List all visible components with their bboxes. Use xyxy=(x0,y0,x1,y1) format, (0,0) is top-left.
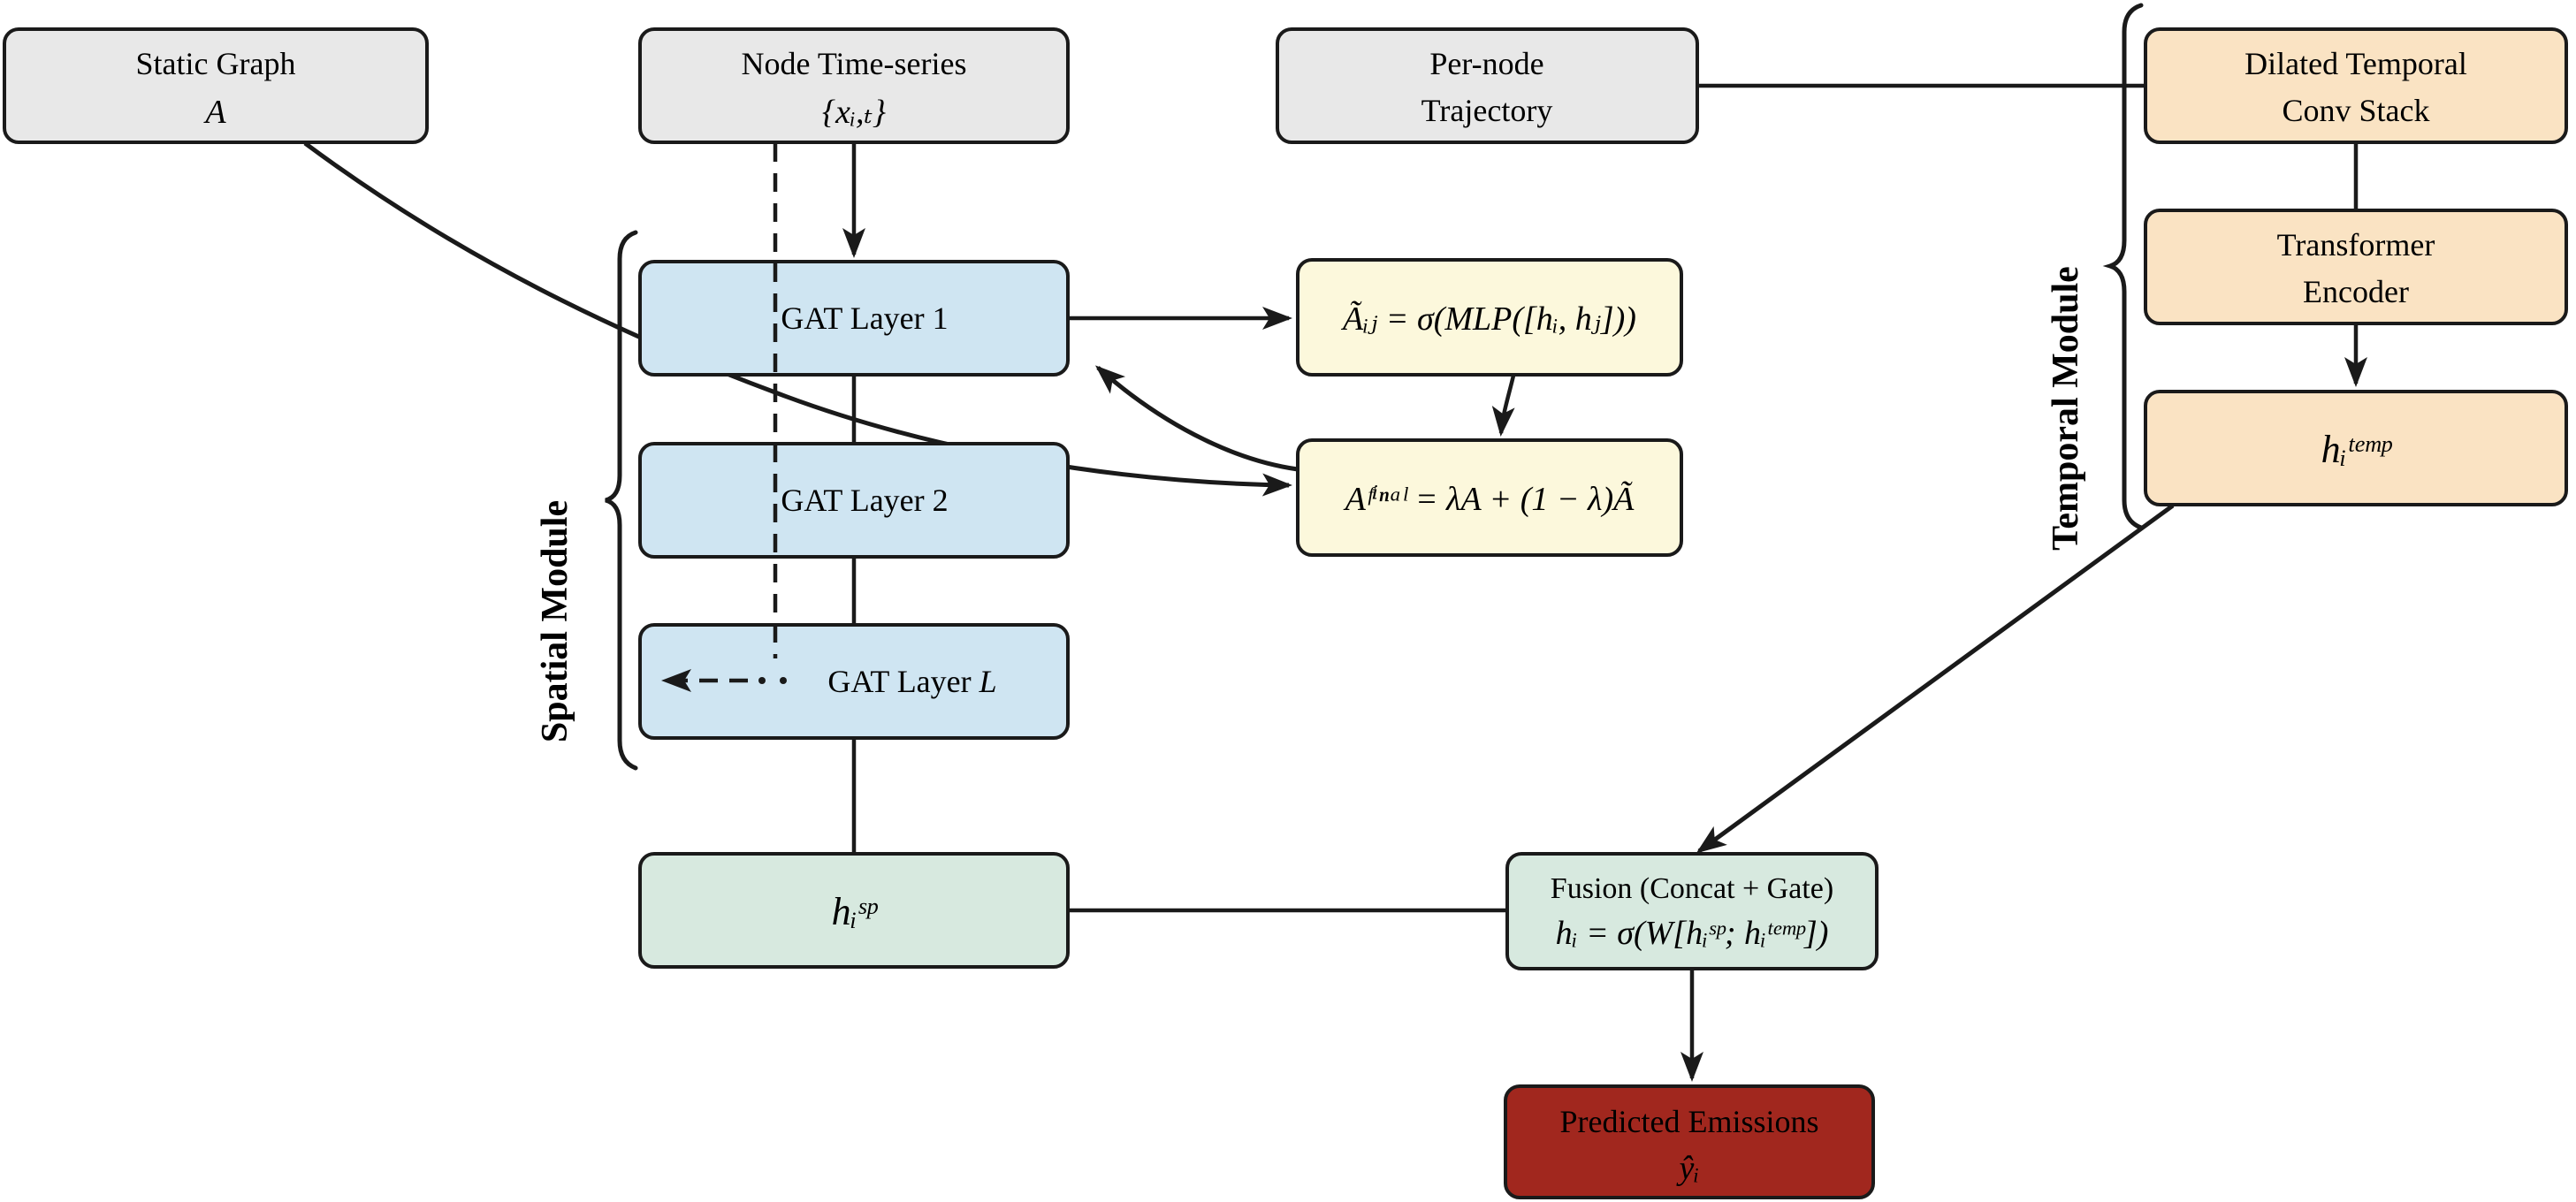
static-graph-box xyxy=(3,27,429,144)
skip-dot-2 xyxy=(780,677,787,684)
temporal-module-brace xyxy=(2102,3,2144,530)
per-node-trajectory-label2: Trajectory xyxy=(1421,93,1553,128)
dilated-conv-node: Dilated Temporal Conv Stack xyxy=(2144,27,2568,144)
dilated-conv-label2: Conv Stack xyxy=(2283,93,2430,128)
gat-layer-2-box xyxy=(638,442,1070,559)
gat-layer-1-node: GAT Layer 1 xyxy=(638,260,1070,377)
dilated-conv-box xyxy=(2144,27,2568,144)
arrow-final-adjacency-to-gat1 xyxy=(1095,365,1299,472)
predicted-emissions-formula: ŷᵢ xyxy=(1676,1150,1700,1187)
fusion-box xyxy=(1505,852,1879,970)
learned-adjacency-node: Ãᵢⱼ = σ(MLP([hᵢ, hⱼ])) xyxy=(1296,258,1683,377)
static-graph-symbol: A xyxy=(202,94,226,131)
h-sp-node: hᵢˢᵖ xyxy=(638,852,1070,969)
arrow-adjacency-to-final xyxy=(1491,375,1516,437)
gat-layer-l-label: GAT Layer L xyxy=(827,664,996,699)
h-sp-box xyxy=(638,852,1070,969)
gat-layer-l-node: GAT Layer L xyxy=(638,623,1070,740)
skip-dot-1 xyxy=(758,677,766,684)
final-adjacency-formula: Aᶠⁱⁿᵃˡ = λA + (1 − λ)Ã xyxy=(1343,481,1635,518)
h-sp-formula: hᵢˢᵖ xyxy=(832,890,879,933)
gat-layer-l-box xyxy=(638,623,1070,740)
predicted-emissions-label: Predicted Emissions xyxy=(1560,1104,1819,1139)
per-node-trajectory-node: Per-node Trajectory xyxy=(1276,27,1699,144)
node-timeseries-label: Node Time-series xyxy=(742,46,967,81)
fusion-formula: hᵢ = σ(W[hᵢˢᵖ; hᵢᵗᵉᵐᵖ]) xyxy=(1556,915,1829,952)
h-temp-node: hᵢᵗᵉᵐᵖ xyxy=(2144,390,2568,506)
node-timeseries-symbol: {xᵢ,ₜ} xyxy=(822,94,886,131)
gat-layer-1-label: GAT Layer 1 xyxy=(781,300,948,336)
node-timeseries-node: Node Time-series {xᵢ,ₜ} xyxy=(638,27,1070,144)
dilated-conv-label1: Dilated Temporal xyxy=(2244,46,2467,81)
temporal-module-label: Temporal Module xyxy=(2046,266,2086,551)
h-temp-formula: hᵢᵗᵉᵐᵖ xyxy=(2321,428,2393,471)
node-timeseries-box xyxy=(638,27,1070,144)
transformer-encoder-node: Transformer Encoder xyxy=(2144,209,2568,325)
static-graph-label: Static Graph xyxy=(136,46,296,81)
learned-adjacency-formula: Ãᵢⱼ = σ(MLP([hᵢ, hⱼ])) xyxy=(1340,300,1636,338)
final-adjacency-node: Aᶠⁱⁿᵃˡ = λA + (1 − λ)Ã xyxy=(1296,438,1683,557)
learned-adjacency-box xyxy=(1296,258,1683,377)
gat-layer-2-label: GAT Layer 2 xyxy=(781,483,948,518)
h-temp-box xyxy=(2144,390,2568,506)
spatial-module-brace xyxy=(605,230,638,771)
gat-layer-2-node: GAT Layer 2 xyxy=(638,442,1070,559)
per-node-trajectory-label1: Per-node xyxy=(1429,46,1543,81)
spatial-module-label: Spatial Module xyxy=(535,500,575,742)
fusion-label: Fusion (Concat + Gate) xyxy=(1551,872,1833,905)
predicted-emissions-box xyxy=(1504,1084,1875,1199)
per-node-trajectory-box xyxy=(1276,27,1699,144)
transformer-encoder-box xyxy=(2144,209,2568,325)
fusion-node: Fusion (Concat + Gate) hᵢ = σ(W[hᵢˢᵖ; hᵢ… xyxy=(1505,852,1879,970)
predicted-emissions-node: Predicted Emissions ŷᵢ xyxy=(1504,1084,1875,1199)
static-graph-node: Static Graph A xyxy=(3,27,429,144)
arrow-htemp-to-fusion xyxy=(1696,503,2175,854)
final-adjacency-box xyxy=(1296,438,1683,557)
transformer-encoder-label2: Encoder xyxy=(2303,274,2409,309)
transformer-encoder-label1: Transformer xyxy=(2277,227,2435,262)
gat-layer-1-box xyxy=(638,260,1070,377)
